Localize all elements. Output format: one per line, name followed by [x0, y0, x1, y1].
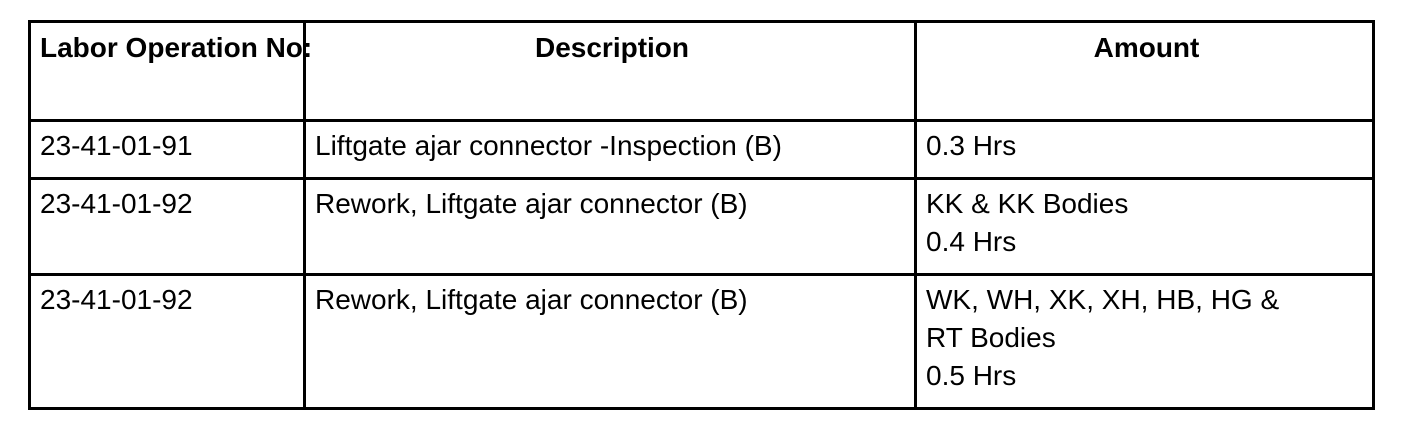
cell-description: Liftgate ajar connector -Inspection (B)	[303, 119, 917, 180]
amount-line: 0.3 Hrs	[926, 130, 1017, 161]
header-labor-operation-line2: No:	[265, 32, 313, 63]
amount-line: 0.5 Hrs	[926, 360, 1017, 391]
table-row: 23-41-01-92 Rework, Liftgate ajar connec…	[28, 273, 1375, 410]
cell-amount: 0.3 Hrs	[914, 119, 1375, 180]
cell-labor-operation: 23-41-01-92	[28, 177, 306, 276]
amount-line: WK, WH, XK, XH, HB, HG &	[926, 284, 1280, 315]
header-amount: Amount	[914, 20, 1375, 122]
amount-line: KK & KK Bodies	[926, 188, 1129, 219]
amount-line: 0.4 Hrs	[926, 226, 1017, 257]
table-row: 23-41-01-92 Rework, Liftgate ajar connec…	[28, 177, 1375, 276]
labor-operations-table: Labor Operation No: Description Amount 2…	[28, 20, 1375, 410]
cell-labor-operation: 23-41-01-91	[28, 119, 306, 180]
cell-amount: WK, WH, XK, XH, HB, HG & RT Bodies 0.5 H…	[914, 273, 1375, 410]
header-labor-operation-line1: Labor Operation	[40, 32, 258, 63]
header-description: Description	[303, 20, 917, 122]
amount-line: RT Bodies	[926, 322, 1056, 353]
header-labor-operation: Labor Operation No:	[28, 20, 312, 122]
cell-amount: KK & KK Bodies 0.4 Hrs	[914, 177, 1375, 276]
table-header: Labor Operation No: Description Amount	[28, 20, 1375, 122]
header-row: Labor Operation No: Description Amount	[28, 20, 1375, 122]
cell-description: Rework, Liftgate ajar connector (B)	[303, 177, 917, 276]
table-row: 23-41-01-91 Liftgate ajar connector -Ins…	[28, 119, 1375, 180]
cell-labor-operation: 23-41-01-92	[28, 273, 306, 410]
cell-description: Rework, Liftgate ajar connector (B)	[303, 273, 917, 410]
table-body: 23-41-01-91 Liftgate ajar connector -Ins…	[28, 119, 1375, 410]
